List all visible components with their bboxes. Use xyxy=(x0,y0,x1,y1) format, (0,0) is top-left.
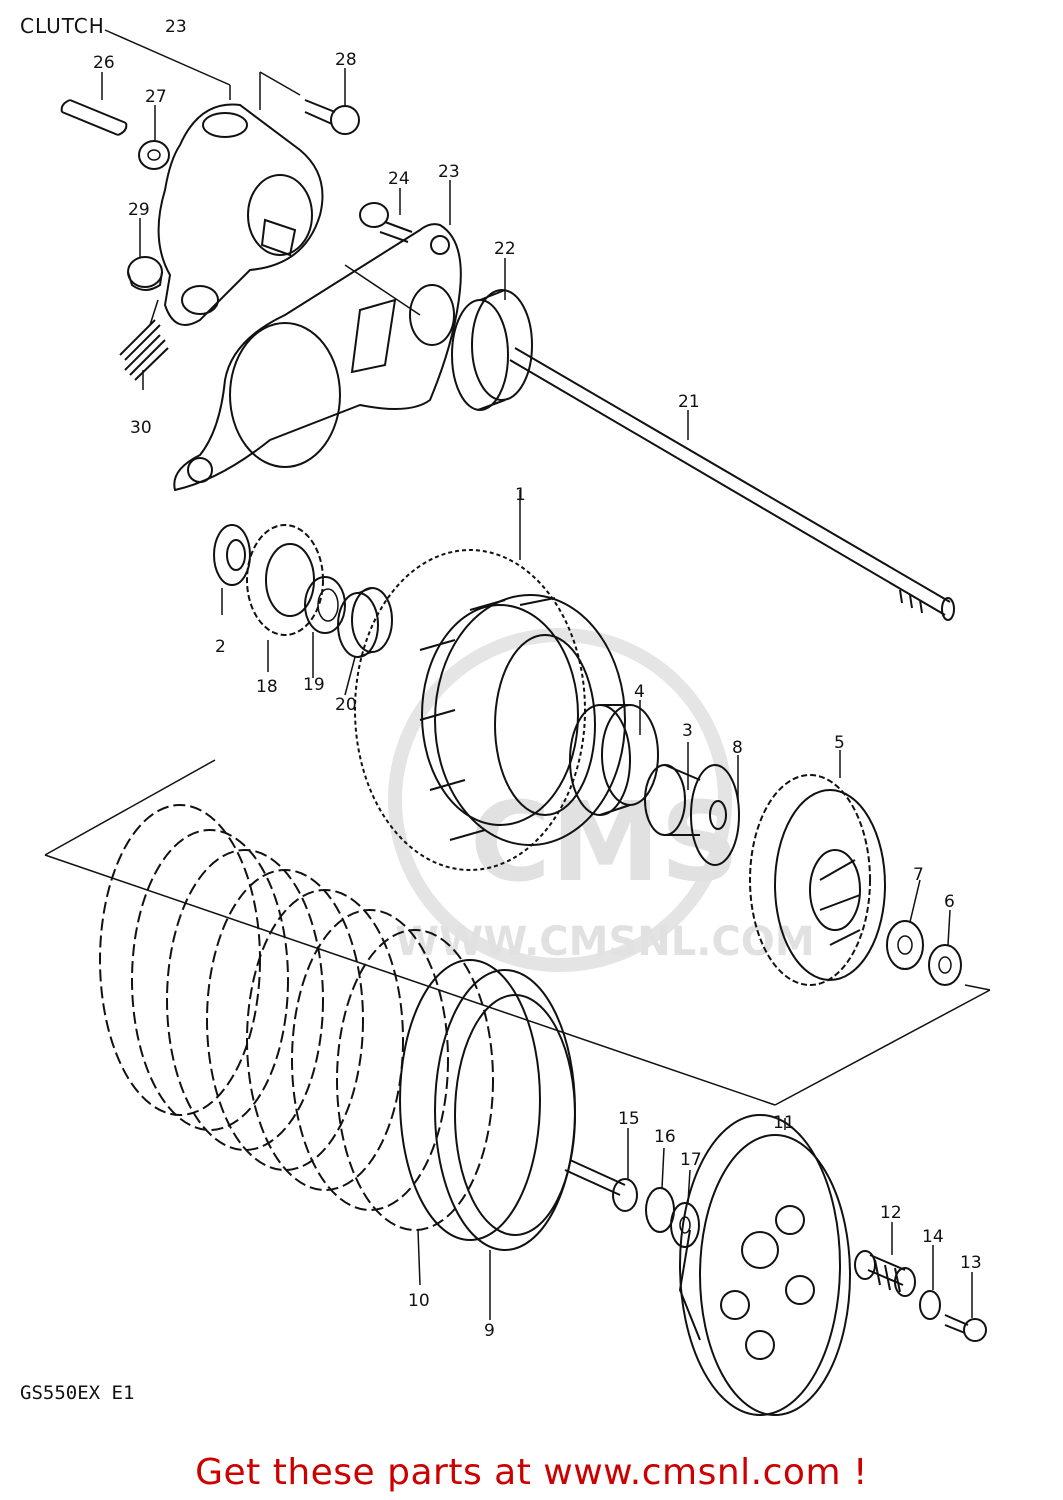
part-9-driven-plates xyxy=(399,959,576,1251)
callout-1: 1 xyxy=(515,485,526,505)
release-assembly-group xyxy=(60,29,955,621)
part-16-bearing xyxy=(645,1187,675,1233)
part-19-spacer xyxy=(304,576,346,634)
part-10-drive-plates xyxy=(99,804,494,1231)
callout-9: 9 xyxy=(484,1321,495,1341)
callout-13: 13 xyxy=(960,1253,982,1273)
callout-29: 29 xyxy=(128,200,150,220)
part-23-gasket xyxy=(173,223,462,492)
part-26-pin xyxy=(60,99,128,136)
part-22-release-gear xyxy=(451,289,533,411)
part-18-primary-driven-sprocket xyxy=(246,524,324,636)
part-12-clutch-spring xyxy=(854,1250,916,1297)
callout-14: 14 xyxy=(922,1227,944,1247)
callout-19: 19 xyxy=(303,675,325,695)
callout-17: 17 xyxy=(680,1150,702,1170)
part-3-spacer xyxy=(644,764,701,836)
part-2-thrust-washer xyxy=(213,524,251,586)
callout-8: 8 xyxy=(732,738,743,758)
clutch-plates-group xyxy=(99,804,987,1416)
callout-26: 26 xyxy=(93,53,115,73)
callout-23-top: 23 xyxy=(165,17,187,37)
part-7-lock-washer xyxy=(886,920,924,970)
cmsnl-watermark: CMS WWW.CMSNL.COM xyxy=(388,628,815,972)
part-1-primary-driven-gear-assembly xyxy=(354,549,626,871)
page-title: CLUTCH xyxy=(20,14,105,38)
part-11-pressure-plate xyxy=(678,1114,851,1416)
leader-lines xyxy=(101,68,973,1320)
callout-27: 27 xyxy=(145,87,167,107)
part-28-bolt xyxy=(304,99,360,135)
model-code: GS550EX E1 xyxy=(20,1382,135,1404)
callout-15: 15 xyxy=(618,1109,640,1129)
part-5-clutch-hub xyxy=(749,774,886,986)
cmsnl-parts-link[interactable]: Get these parts at www.cmsnl.com ! xyxy=(195,1452,868,1493)
part-6-nut xyxy=(928,944,962,986)
callout-12: 12 xyxy=(880,1203,902,1223)
clutch-exploded-diagram: CMS WWW.CMSNL.COM xyxy=(44,17,991,1416)
callout-30: 30 xyxy=(130,418,152,438)
part-15-release-rod xyxy=(564,1159,638,1212)
callout-6: 6 xyxy=(944,892,955,912)
part-4-sleeve-hub xyxy=(569,704,659,816)
watermark-url: WWW.CMSNL.COM xyxy=(395,919,815,965)
part-8-washer xyxy=(690,764,740,866)
callout-3: 3 xyxy=(682,721,693,741)
callout-11: 11 xyxy=(773,1113,795,1133)
part-27-nut xyxy=(138,140,170,170)
callout-5: 5 xyxy=(834,733,845,753)
part-21-push-rod xyxy=(344,264,955,621)
callout-21: 21 xyxy=(678,392,700,412)
callout-18: 18 xyxy=(256,677,278,697)
callout-16: 16 xyxy=(654,1127,676,1147)
callout-4: 4 xyxy=(634,682,645,702)
callout-labels: 23 26 27 28 29 30 24 23 22 21 1 2 18 19 … xyxy=(93,17,982,1341)
callout-24: 24 xyxy=(388,169,410,189)
callout-7: 7 xyxy=(913,865,924,885)
part-20-needle-bearing xyxy=(337,587,393,658)
callout-23: 23 xyxy=(438,162,460,182)
part-30-spring xyxy=(119,299,169,381)
part-14-washer xyxy=(919,1290,941,1320)
callout-20: 20 xyxy=(335,695,357,715)
part-13-bolt xyxy=(944,1314,987,1342)
part-24-bolt xyxy=(359,202,413,243)
part-29-collar xyxy=(127,256,163,291)
callout-28: 28 xyxy=(335,50,357,70)
clutch-housing-group xyxy=(44,524,991,1106)
callout-22: 22 xyxy=(494,239,516,259)
callout-10: 10 xyxy=(408,1291,430,1311)
part-25-release-housing xyxy=(157,103,324,326)
callout-2: 2 xyxy=(215,637,226,657)
